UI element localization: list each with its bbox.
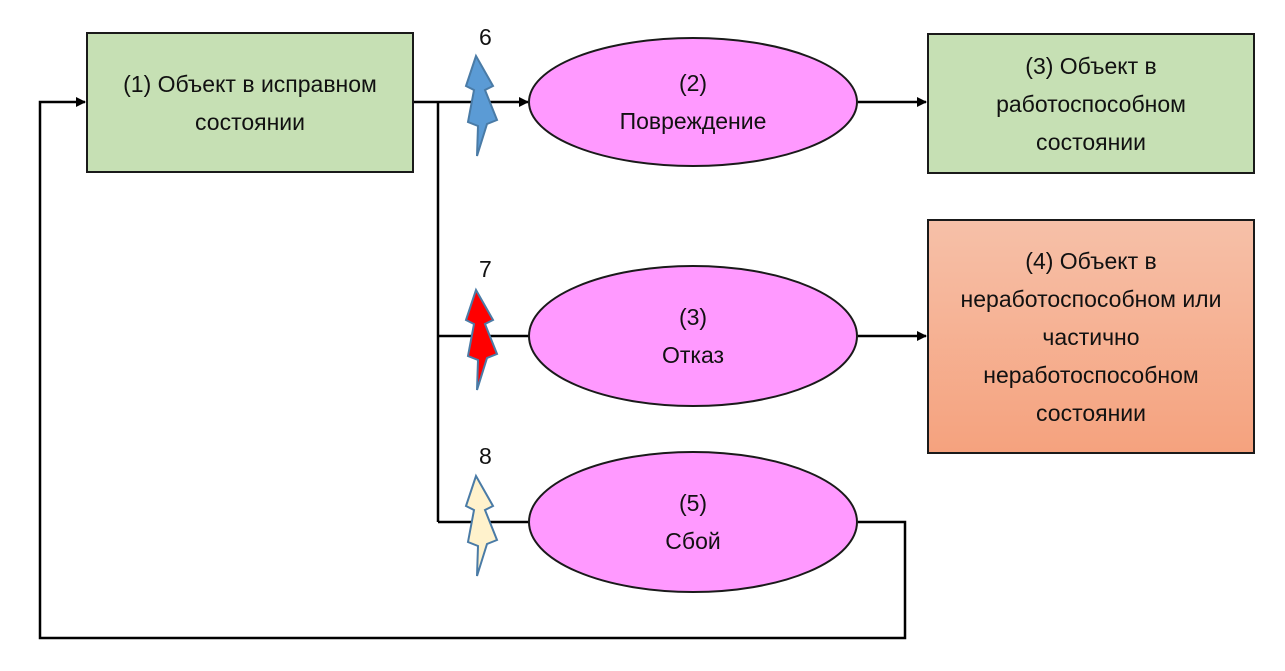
damage-ellipse [528, 37, 858, 167]
state-box-inoperable: (4) Объект в неработоспособном или части… [927, 219, 1255, 454]
lightning-bolt-icon-fault [464, 473, 499, 577]
feedback-loop [38, 97, 907, 640]
state-inoperable-label: (4) Объект в неработоспособном или части… [960, 247, 1222, 426]
lightning-bolt-icon-failure [464, 287, 499, 391]
bolt-number-failure: 7 [479, 256, 492, 282]
bolt-number-fault: 8 [479, 443, 492, 469]
bolt-number-damage: 6 [479, 24, 492, 50]
failure-ellipse [528, 265, 858, 407]
state-operable-label: (3) Объект в работоспособном состоянии [996, 52, 1186, 155]
fault-ellipse [528, 451, 858, 593]
lightning-bolt-icon-damage [464, 53, 499, 157]
state-working-label: (1) Объект в исправном состоянии [123, 70, 377, 135]
state-box-operable: (3) Объект в работоспособном состоянии [927, 33, 1255, 174]
state-box-working: (1) Объект в исправном состоянии [86, 32, 414, 173]
